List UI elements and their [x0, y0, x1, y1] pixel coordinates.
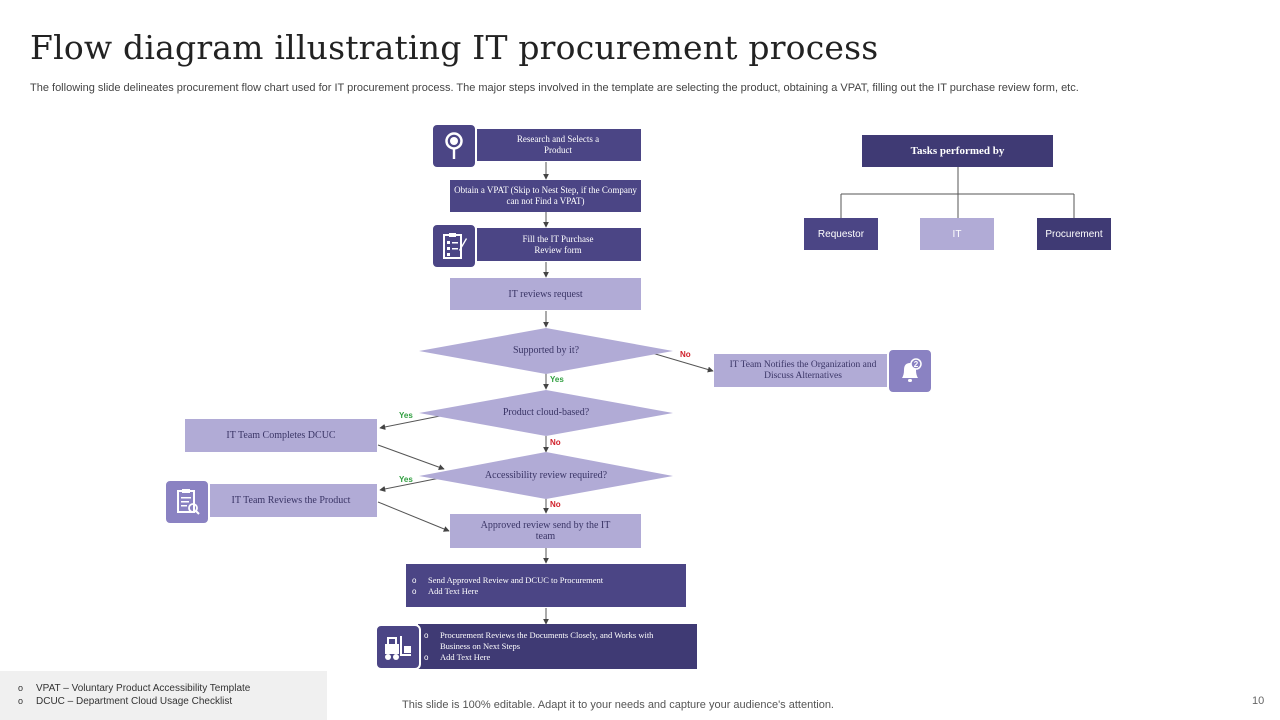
- footer-note: This slide is 100% editable. Adapt it to…: [402, 699, 834, 711]
- send-bullet-2: Add Text Here: [410, 586, 603, 597]
- label-no-cloud: No: [550, 438, 561, 447]
- tasks-header: Tasks performed by: [862, 135, 1053, 167]
- step-purchase-review-form: Fill the IT Purchase Review form: [475, 228, 641, 261]
- forklift-icon: [375, 624, 421, 670]
- step-it-team-completes-dcuc: IT Team Completes DCUC: [185, 419, 377, 452]
- decision-accessibility-label: Accessibility review required?: [484, 470, 608, 481]
- decision-diamond-1: [419, 328, 673, 374]
- label-no-supported: No: [680, 350, 691, 359]
- arrow-dcuc-decision3: [377, 444, 445, 471]
- label-no-accessibility: No: [550, 500, 561, 509]
- magnifier-icon: [431, 123, 477, 169]
- decision-diamond-3: [419, 452, 673, 499]
- label-yes-accessibility: Yes: [399, 475, 413, 484]
- arrow-decision1-notify: [651, 352, 714, 373]
- label-yes-supported: Yes: [550, 375, 564, 384]
- arrow-review-approved: [377, 501, 450, 532]
- page-number: 10: [1252, 695, 1265, 707]
- legend-vpat: VPAT – Voluntary Product Accessibility T…: [36, 683, 251, 694]
- step-approved-review: Approved review send by the IT team: [450, 514, 641, 548]
- arrow-decision3-review: [379, 477, 441, 492]
- procurement-bullet-1: Procurement Reviews the Documents Closel…: [422, 630, 677, 652]
- clipboard-checklist-icon: [431, 223, 477, 269]
- review-document-icon: [164, 479, 210, 525]
- svg-text:2: 2: [914, 360, 919, 369]
- arrow-decision2-dcuc: [379, 415, 441, 430]
- procurement-bullet-2: Add Text Here: [422, 652, 677, 663]
- role-it: IT: [920, 218, 994, 250]
- decision-supported-label: Supported by it?: [512, 345, 580, 356]
- label-yes-cloud: Yes: [399, 411, 413, 420]
- send-bullet-1: Send Approved Review and DCUC to Procure…: [410, 575, 603, 586]
- decision-diamond-2: [419, 390, 673, 436]
- role-procurement: Procurement: [1037, 218, 1111, 250]
- step-procurement-reviews: Procurement Reviews the Documents Closel…: [418, 624, 697, 669]
- bell-notification-icon: 2: [887, 348, 933, 394]
- step-research-product: Research and Selects a Product: [475, 129, 641, 161]
- step-it-reviews-request: IT reviews request: [450, 278, 641, 310]
- role-requestor: Requestor: [804, 218, 878, 250]
- step-obtain-vpat: Obtain a VPAT (Skip to Nest Step, if the…: [450, 180, 641, 212]
- decision-cloud-label: Product cloud-based?: [502, 407, 590, 418]
- step-send-approved-review: Send Approved Review and DCUC to Procure…: [406, 564, 686, 607]
- legend-dcuc: DCUC – Department Cloud Usage Checklist: [36, 696, 233, 707]
- page-title: Flow diagram illustrating IT procurement…: [30, 28, 879, 67]
- step-it-team-notifies: IT Team Notifies the Organization and Di…: [714, 354, 892, 387]
- page-subtitle: The following slide delineates procureme…: [30, 82, 1079, 94]
- step-it-team-reviews-product: IT Team Reviews the Product: [205, 484, 377, 517]
